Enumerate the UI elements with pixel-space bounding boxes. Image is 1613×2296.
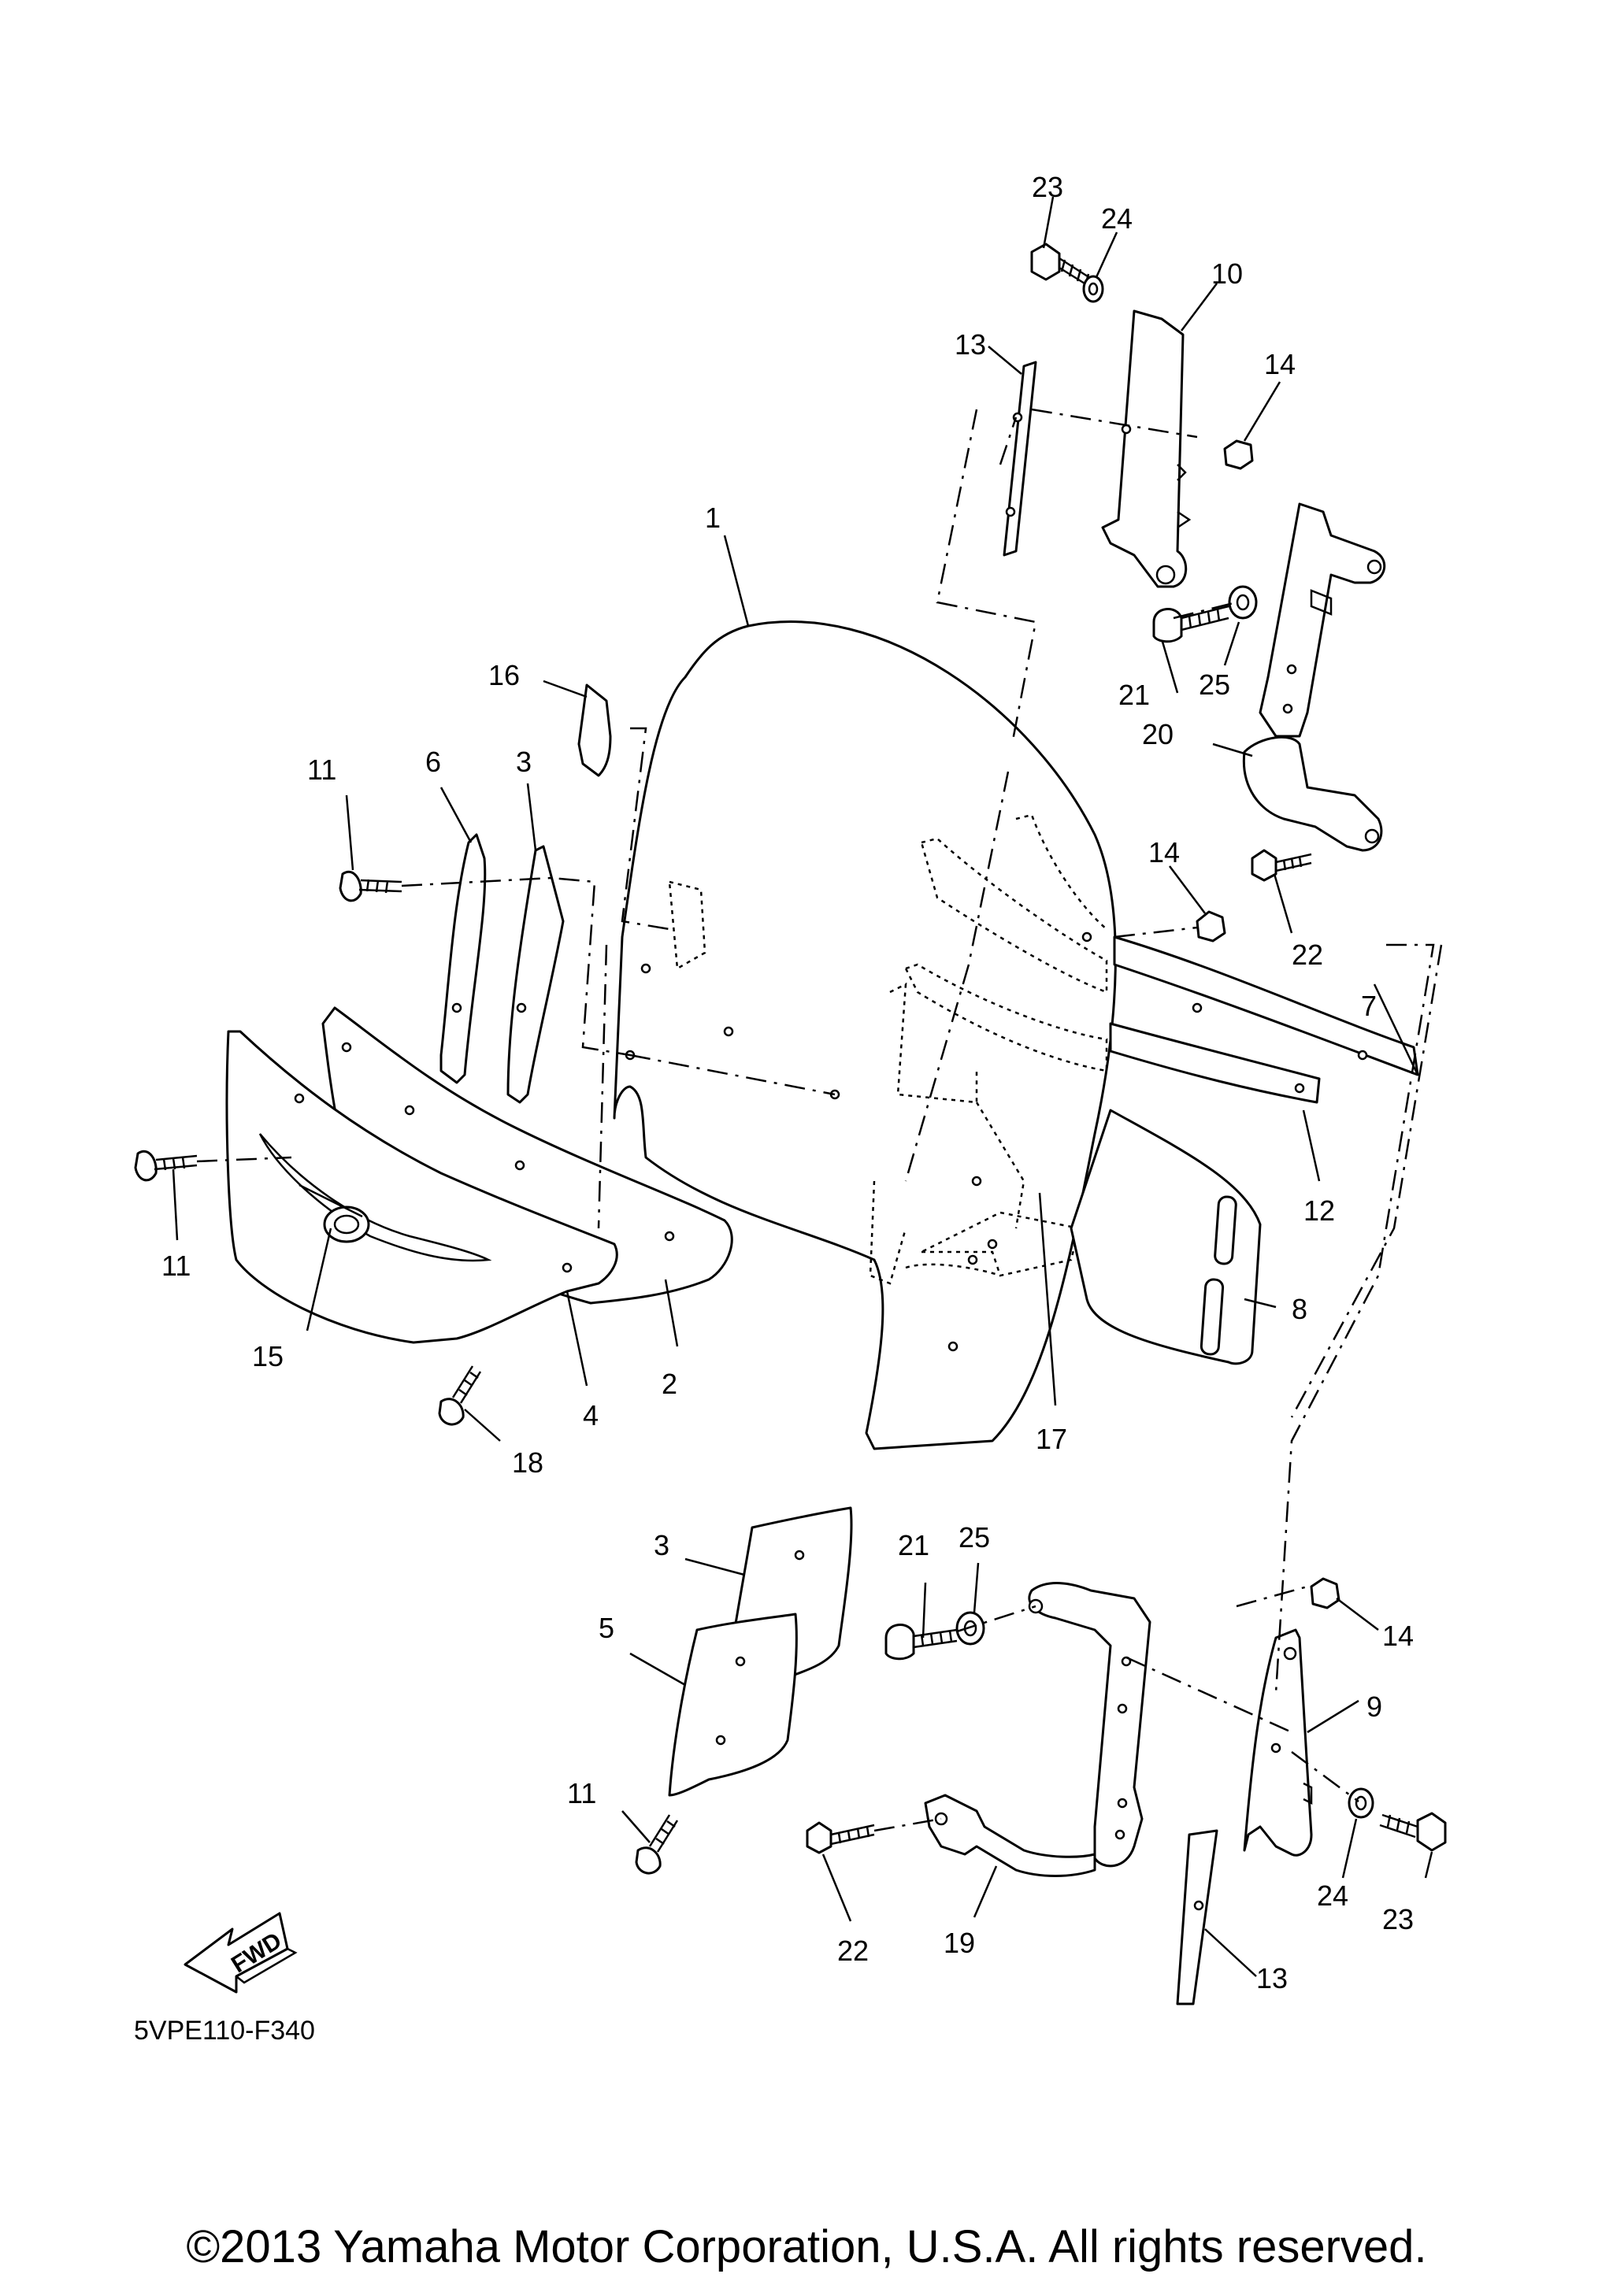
bolt-22-lower xyxy=(806,1821,875,1854)
windshield xyxy=(613,620,1117,1450)
callout-21-lower: 21 xyxy=(898,1529,929,1561)
callout-14-upper: 14 xyxy=(1264,348,1296,380)
callout-17: 17 xyxy=(1036,1423,1067,1455)
nut-14-lower xyxy=(1310,1577,1340,1609)
callout-10: 10 xyxy=(1211,257,1243,290)
copyright-notice: ©2013 Yamaha Motor Corporation, U.S.A. A… xyxy=(186,2221,1427,2272)
callout-13-upper: 13 xyxy=(955,328,986,361)
upper-stay-10 xyxy=(1101,309,1192,588)
callout-23-upper: 23 xyxy=(1032,171,1063,203)
callout-9: 9 xyxy=(1366,1691,1382,1723)
strip-12 xyxy=(1109,1022,1321,1104)
callout-14-middle: 14 xyxy=(1148,836,1180,868)
bolt-21-lower xyxy=(884,1624,958,1661)
bolt-23-upper xyxy=(1030,243,1099,291)
callout-7: 7 xyxy=(1361,990,1377,1022)
callout-18: 18 xyxy=(512,1446,543,1479)
plate-13-upper xyxy=(1003,361,1037,557)
bolt-23-lower xyxy=(1379,1812,1447,1852)
callout-22-lower: 22 xyxy=(837,1935,869,1967)
callout-labels: 23 24 10 13 14 1 16 21 25 20 11 6 3 14 2… xyxy=(161,171,1414,1994)
leader-lines xyxy=(172,196,1433,1977)
callout-1: 1 xyxy=(705,502,721,534)
lower-stay-9 xyxy=(1243,1628,1313,1857)
washer-25-upper xyxy=(1228,585,1258,620)
callout-2: 2 xyxy=(662,1368,677,1400)
callout-13-lower: 13 xyxy=(1256,1962,1288,1994)
callout-3-upper: 3 xyxy=(516,746,532,778)
callout-11-left: 11 xyxy=(161,1250,191,1282)
callout-15: 15 xyxy=(252,1340,284,1372)
callout-5: 5 xyxy=(599,1612,614,1644)
diagram-code: 5VPE110-F340 xyxy=(134,2016,315,2046)
screw-11-upper xyxy=(339,871,402,902)
callout-23-lower: 23 xyxy=(1382,1903,1414,1935)
screw-11-lower xyxy=(635,1814,679,1875)
callout-19: 19 xyxy=(944,1927,975,1959)
plate-13-lower xyxy=(1176,1829,1218,2005)
decal-16 xyxy=(577,683,612,777)
screw-11-left xyxy=(134,1150,198,1182)
callout-11-upper: 11 xyxy=(307,754,336,786)
callout-12: 12 xyxy=(1303,1194,1335,1227)
cowl-4 xyxy=(225,1030,618,1344)
callout-21-upper: 21 xyxy=(1118,679,1150,711)
callout-14-lower: 14 xyxy=(1382,1620,1414,1652)
panel-3-upper xyxy=(506,845,565,1104)
emblem-15 xyxy=(258,1133,492,1262)
callout-11-lower: 11 xyxy=(567,1777,596,1809)
bolt-22-upper xyxy=(1251,849,1312,882)
callout-4: 4 xyxy=(583,1399,599,1431)
forward-arrow-icon: FWD xyxy=(184,1912,298,1994)
upper-stay-20 xyxy=(1242,502,1386,852)
callout-20: 20 xyxy=(1142,718,1174,750)
callout-6: 6 xyxy=(425,746,441,778)
callout-16: 16 xyxy=(488,659,520,691)
nut-14-upper xyxy=(1223,439,1254,470)
callout-24-lower: 24 xyxy=(1317,1879,1348,1912)
assembly-lines xyxy=(196,408,1443,1832)
callout-8: 8 xyxy=(1292,1293,1307,1325)
callout-22-upper: 22 xyxy=(1292,939,1323,971)
callout-25-lower: 25 xyxy=(959,1521,990,1554)
callout-25-upper: 25 xyxy=(1199,668,1230,701)
plate-8 xyxy=(1070,1109,1262,1365)
panel-6 xyxy=(439,833,487,1084)
bolt-21-upper xyxy=(1152,605,1229,643)
callout-3-lower: 3 xyxy=(654,1529,669,1561)
callout-24-upper: 24 xyxy=(1101,202,1133,235)
screw-18 xyxy=(438,1365,482,1426)
washer-24-upper xyxy=(1082,275,1104,303)
nut-14-middle xyxy=(1196,910,1226,942)
washer-24-lower xyxy=(1348,1787,1374,1819)
washer-25-lower xyxy=(955,1611,985,1646)
panel-5 xyxy=(668,1613,798,1797)
